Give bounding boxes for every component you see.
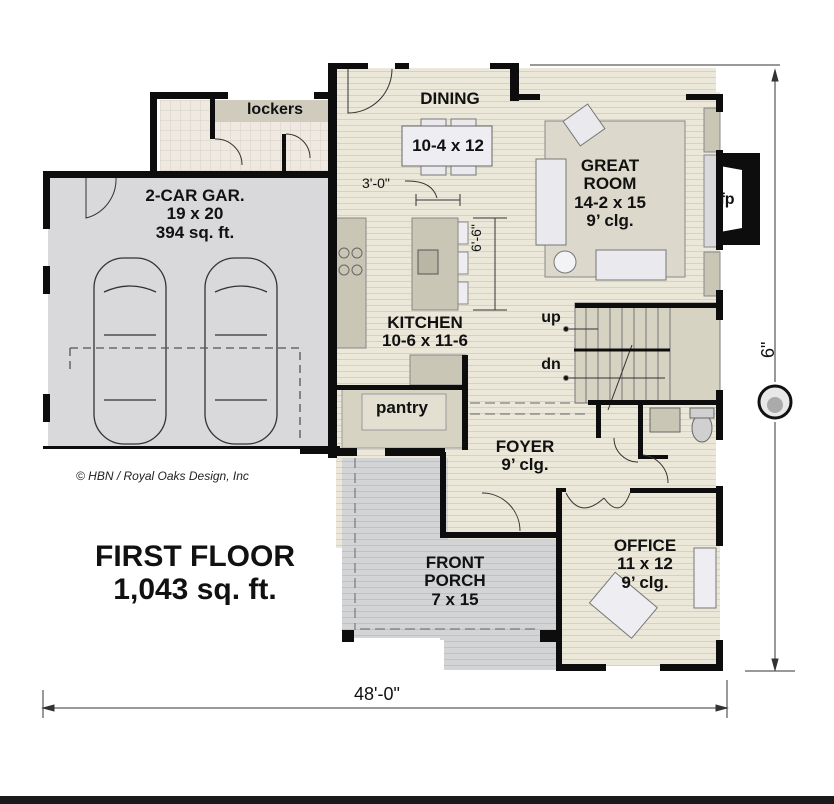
- floor-title: FIRST FLOOR 1,043 sq. ft.: [60, 540, 330, 606]
- great-room-furniture: [535, 103, 760, 297]
- bottom-bar: [0, 796, 834, 804]
- garage-cars: [69, 257, 301, 445]
- office-furniture: [588, 547, 717, 640]
- room-label-foyer: FOYER 9’ clg.: [495, 437, 555, 475]
- powder-room: [649, 407, 715, 443]
- walls: [43, 63, 723, 671]
- overall-depth-dimension: 6": [758, 341, 778, 358]
- kitchen-cabinets: [335, 217, 469, 449]
- dining-name: DINING: [420, 89, 480, 108]
- aisle-dimension: 3'-0": [362, 175, 390, 191]
- room-label-dining: DINING: [395, 89, 505, 108]
- copyright-notice: © HBN / Royal Oaks Design, Inc: [76, 469, 249, 483]
- opening-lines: [354, 402, 588, 630]
- stairs-up-label: up: [541, 309, 561, 326]
- room-label-pantry: pantry: [376, 398, 428, 417]
- room-label-office: OFFICE 11 x 12 9’ clg.: [613, 536, 677, 592]
- room-label-kitchen: KITCHEN 10-6 x 11-6: [381, 313, 468, 351]
- dining-table: [401, 118, 493, 176]
- room-label-great-room: GREAT ROOM 14-2 x 15 9’ clg.: [574, 156, 646, 231]
- dining-size: 10-4 x 12: [412, 136, 484, 155]
- room-label-garage: 2-CAR GAR. 19 x 20 394 sq. ft.: [145, 186, 245, 242]
- floor-name: FIRST FLOOR: [95, 540, 295, 573]
- island-dimension: 6'-6": [468, 224, 484, 252]
- dimension-marker-icon: [755, 382, 795, 422]
- stairs-down-label: dn: [541, 356, 561, 373]
- overall-width-dimension: 48'-0": [354, 684, 400, 704]
- room-label-lockers: lockers: [246, 101, 304, 118]
- door-swings: [85, 68, 669, 532]
- floor-area: 1,043 sq. ft.: [113, 573, 277, 606]
- fireplace-label: fp: [719, 191, 735, 208]
- dimension-lines: [41, 64, 795, 718]
- room-label-front-porch: FRONT PORCH 7 x 15: [424, 553, 486, 609]
- staircase: [563, 302, 721, 411]
